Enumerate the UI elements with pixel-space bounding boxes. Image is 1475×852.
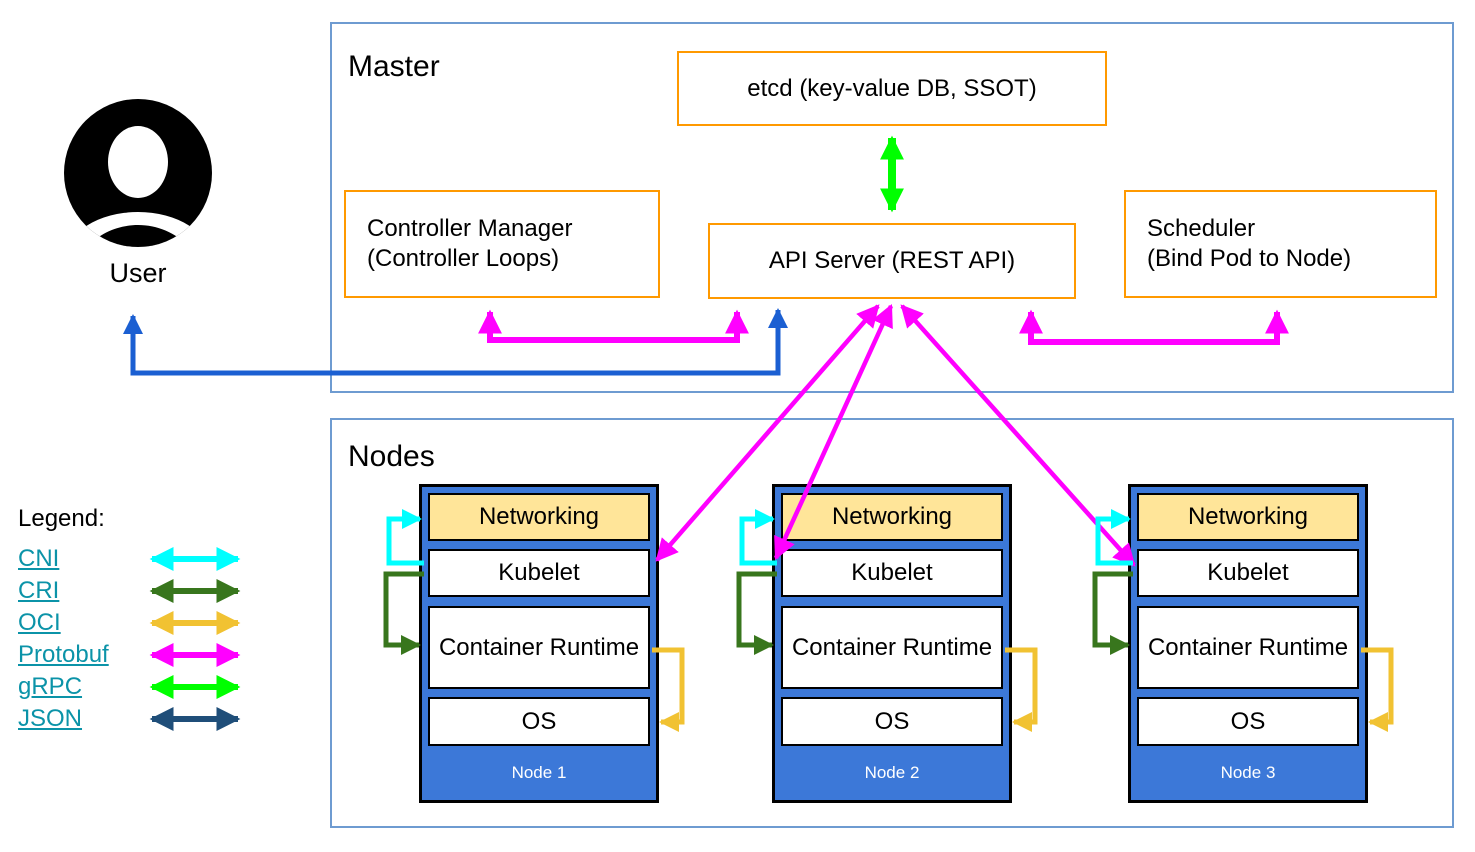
legend-link-cni[interactable]: CNI — [18, 545, 60, 572]
node-2-kubelet-box: Kubelet — [781, 549, 1003, 597]
node-1-container-runtime-box: Container Runtime — [428, 606, 650, 689]
node-2-networking-label: Networking — [831, 503, 953, 530]
node-3-networking-label: Networking — [1187, 503, 1309, 530]
node-2: Networking Kubelet Container Runtime OS … — [772, 484, 1012, 803]
node-1-os-box: OS — [428, 697, 650, 746]
node-1-label: Node 1 — [511, 763, 567, 782]
node-3-label: Node 3 — [1220, 763, 1276, 782]
legend-row-cri: CRI — [18, 575, 59, 607]
legend-link-json[interactable]: JSON — [18, 705, 83, 732]
controller-manager-label-line1: Controller Manager — [367, 215, 573, 242]
node-3-kubelet-box: Kubelet — [1137, 549, 1359, 597]
node-1-kubelet-box: Kubelet — [428, 549, 650, 597]
node-2-container-runtime-label: Container Runtime — [791, 633, 993, 661]
legend-row-protobuf: Protobuf — [18, 639, 109, 671]
node-2-os-label: OS — [874, 707, 910, 735]
node-2-label: Node 2 — [864, 763, 920, 782]
node-3-container-runtime-label: Container Runtime — [1147, 633, 1349, 661]
user-avatar-icon — [64, 99, 212, 247]
node-1: Networking Kubelet Container Runtime OS … — [419, 484, 659, 803]
user-label: User — [109, 258, 167, 288]
node-3: Networking Kubelet Container Runtime OS … — [1128, 484, 1368, 803]
etcd-box: etcd (key-value DB, SSOT) — [677, 51, 1107, 126]
legend-row-grpc: gRPC — [18, 671, 82, 703]
node-3-container-runtime-box: Container Runtime — [1137, 606, 1359, 689]
node-1-os-label: OS — [521, 707, 557, 735]
controller-manager-label-line2: (Controller Loops) — [367, 245, 560, 272]
scheduler-label-line1: Scheduler — [1147, 215, 1256, 242]
legend-row-cni: CNI — [18, 543, 59, 575]
legend-link-grpc[interactable]: gRPC — [18, 673, 83, 700]
node-2-kubelet-label: Kubelet — [851, 559, 933, 586]
scheduler-box: Scheduler (Bind Pod to Node) — [1124, 190, 1437, 298]
node-1-container-runtime-label: Container Runtime — [438, 633, 640, 661]
node-3-kubelet-label: Kubelet — [1207, 559, 1289, 586]
node-3-os-label: OS — [1230, 707, 1266, 735]
node-1-networking-label: Networking — [478, 503, 600, 530]
controller-manager-box: Controller Manager (Controller Loops) — [344, 190, 660, 298]
legend-link-cri[interactable]: CRI — [18, 577, 60, 604]
node-1-networking-box: Networking — [428, 493, 650, 541]
node-2-networking-box: Networking — [781, 493, 1003, 541]
node-3-os-box: OS — [1137, 697, 1359, 746]
scheduler-label-line2: (Bind Pod to Node) — [1147, 245, 1352, 272]
legend-row-json: JSON — [18, 703, 82, 735]
node-1-kubelet-label: Kubelet — [498, 559, 580, 586]
legend-row-oci: OCI — [18, 607, 61, 639]
api-server-box: API Server (REST API) — [708, 223, 1076, 299]
master-section-title: Master — [348, 50, 440, 83]
node-3-networking-box: Networking — [1137, 493, 1359, 541]
legend-title: Legend: — [18, 505, 105, 532]
nodes-section-title: Nodes — [348, 440, 435, 473]
node-2-os-box: OS — [781, 697, 1003, 746]
node-2-container-runtime-box: Container Runtime — [781, 606, 1003, 689]
api-server-label: API Server (REST API) — [768, 247, 1016, 274]
legend-link-protobuf[interactable]: Protobuf — [18, 641, 109, 668]
legend-link-oci[interactable]: OCI — [18, 609, 61, 636]
etcd-label: etcd (key-value DB, SSOT) — [747, 74, 1037, 102]
